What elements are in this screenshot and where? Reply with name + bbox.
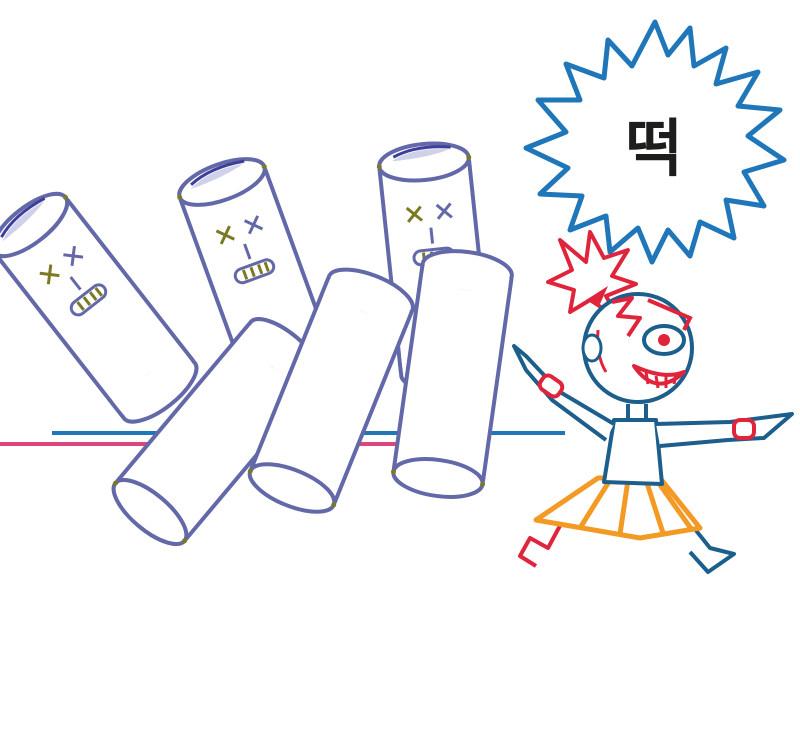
- girl-torso: [602, 418, 664, 486]
- girl-right-arm: [655, 412, 794, 448]
- sound-effect-text: 떡: [625, 112, 682, 185]
- girl-right-leg: [688, 526, 736, 574]
- cylinder-doll-top-left: [0, 179, 210, 436]
- girl-ear: [581, 333, 603, 363]
- girl-character: [512, 230, 794, 574]
- speech-burst-icon: 떡: [523, 19, 787, 265]
- impact-star-icon: [546, 230, 638, 320]
- girl-left-leg: [518, 521, 564, 568]
